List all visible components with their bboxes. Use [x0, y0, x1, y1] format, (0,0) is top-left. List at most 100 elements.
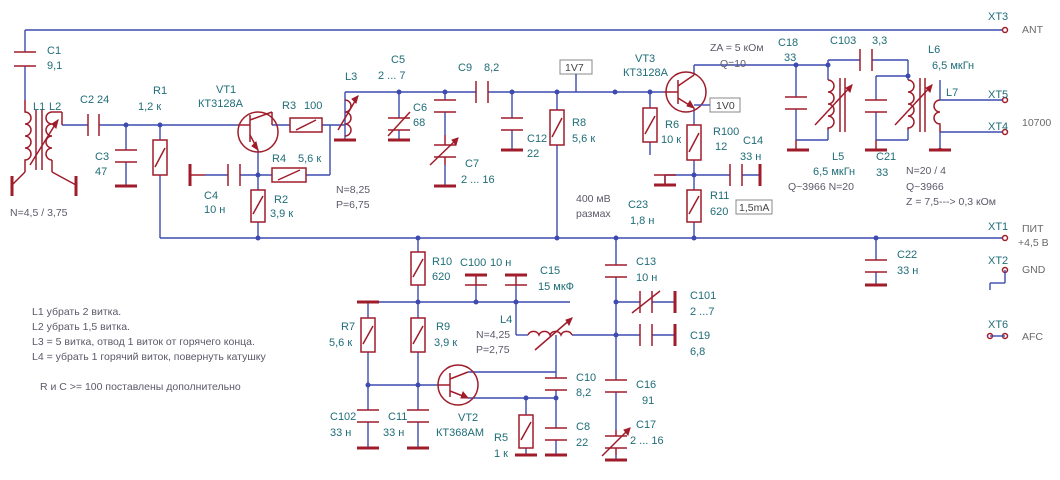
l7-ref: L7 [946, 87, 958, 99]
r1-value: 1,2 к [138, 101, 161, 113]
c10-ref: C10 [576, 372, 596, 384]
capacitor-c21 [865, 99, 887, 113]
c1-ref: C1 [47, 45, 61, 57]
c11-ref: C11 [388, 411, 407, 423]
c101-ref: C101 [690, 290, 716, 302]
capacitor-c2 [87, 114, 100, 136]
capacitor-c100 [465, 275, 487, 286]
resistor-r100 [686, 124, 702, 161]
swing-annotation-2: размах [576, 208, 611, 220]
l4-ref: L4 [500, 314, 512, 326]
c8-value: 22 [576, 437, 588, 449]
resistor-r8 [549, 109, 565, 146]
r2-value: 3,9 к [270, 208, 293, 220]
junctions [123, 62, 911, 401]
c14-ref: C14 [743, 135, 763, 147]
l6-value: 6,5 мкГн [932, 60, 974, 72]
port-xt6-id: XT6 [988, 319, 1008, 331]
swing-annotation: 400 мВ [576, 193, 611, 205]
r10-ref: R10 [432, 256, 452, 268]
r5-value: 1 к [494, 448, 508, 460]
l5-ref: L5 [832, 151, 844, 163]
port-xt3-id: XT3 [988, 11, 1008, 23]
capacitor-c1 [14, 51, 36, 67]
za-annotation: ZA = 5 кОм [710, 42, 764, 54]
transformer-l6-l7 [894, 78, 941, 132]
note-3: L3 = 5 витка, отвод 1 виток от горячего … [32, 336, 255, 348]
capacitor-c12 [501, 117, 523, 131]
c4-value: 10 н [204, 204, 225, 216]
measurement-boxes [559, 59, 773, 215]
vt2-ref: VT2 [458, 412, 478, 424]
c19-value: 6,8 [690, 346, 705, 358]
capacitor-c22 [865, 259, 887, 273]
capacitor-c3 [115, 149, 137, 163]
resistor-r11 [686, 189, 702, 223]
transistor-vt3 [664, 71, 707, 113]
l3-p: P=6,75 [336, 199, 370, 211]
port-xt4-id: XT4 [988, 121, 1008, 133]
c23-value: 1,8 н [630, 215, 654, 227]
capacitor-c9 [475, 81, 489, 103]
capacitor-c19 [639, 324, 653, 346]
c15-value: 15 мкФ [538, 281, 574, 293]
capacitor-c16 [605, 379, 627, 393]
r1-ref: R1 [153, 85, 167, 97]
resistor-r4 [271, 167, 307, 183]
c103-ref: C103 [830, 35, 856, 47]
r8-value: 5,6 к [572, 133, 595, 145]
r7-ref: R7 [341, 321, 355, 333]
capacitor-c14 [729, 164, 743, 186]
wires [24, 29, 1005, 460]
c3-value: 47 [95, 166, 107, 178]
ground-symbols [10, 138, 951, 462]
capacitor-c15 [505, 275, 527, 286]
resistor-r10 [410, 251, 426, 286]
vt3-ref: VT3 [635, 53, 655, 65]
l3-n: N=8,25 [336, 184, 370, 196]
capacitor-c10 [545, 377, 567, 391]
c18-ref: C18 [778, 37, 798, 49]
resistor-r7 [360, 317, 376, 353]
variable-capacitor-c7 [429, 135, 459, 166]
note-1: L1 убрать 2 витка. [32, 306, 121, 318]
current-1-5ma: 1,5mA [739, 202, 769, 214]
inductor-l4 [527, 317, 573, 351]
port-xt6-desc: AFC [1022, 331, 1043, 343]
r2-ref: R2 [274, 194, 288, 206]
l4-n: N=4,25 [476, 329, 510, 341]
port-xt2-id: XT2 [988, 255, 1008, 267]
vt1-type: КТ3128А [198, 98, 244, 110]
variable-capacitor-c17 [601, 427, 631, 457]
r3-value: 100 [304, 100, 322, 112]
r6-value: 10 к [661, 134, 681, 146]
c14-value: 33 н [740, 151, 761, 163]
capacitor-c103 [859, 49, 873, 71]
c22-ref: C22 [897, 249, 917, 261]
note-2: L2 убрать 1,5 витка. [32, 321, 130, 333]
transistor-vt1 [237, 111, 279, 153]
note-4: L4 = убрать 1 горячий виток, повернуть к… [32, 351, 266, 363]
c13-value: 10 н [636, 272, 657, 284]
port-xt5-id: XT5 [988, 89, 1008, 101]
port-xt1-id: XT1 [988, 221, 1008, 233]
c16-ref: C16 [636, 379, 656, 391]
c21-ref: C21 [876, 151, 896, 163]
c23-ref: C23 [628, 199, 648, 211]
l5-value: 6,5 мкГн [813, 166, 855, 178]
port-xt1-desc: ПИТ [1022, 223, 1044, 235]
port-xt1-voltage: +4,5 В [1018, 237, 1049, 249]
q-annotation: Q=10 [720, 58, 746, 70]
r11-ref: R11 [710, 190, 729, 202]
transformer-l1-l2 [24, 100, 63, 172]
l5-note: Q~3966 N=20 [788, 181, 854, 193]
c21-value: 33 [876, 167, 888, 179]
c12-ref: C12 [527, 133, 547, 145]
c11-value: 33 н [383, 427, 404, 439]
c8-ref: C8 [576, 421, 590, 433]
c18-value: 33 [784, 52, 796, 64]
c3-ref: C3 [95, 151, 109, 163]
resistor-r5 [518, 414, 534, 449]
c4-ref: C4 [204, 190, 218, 202]
